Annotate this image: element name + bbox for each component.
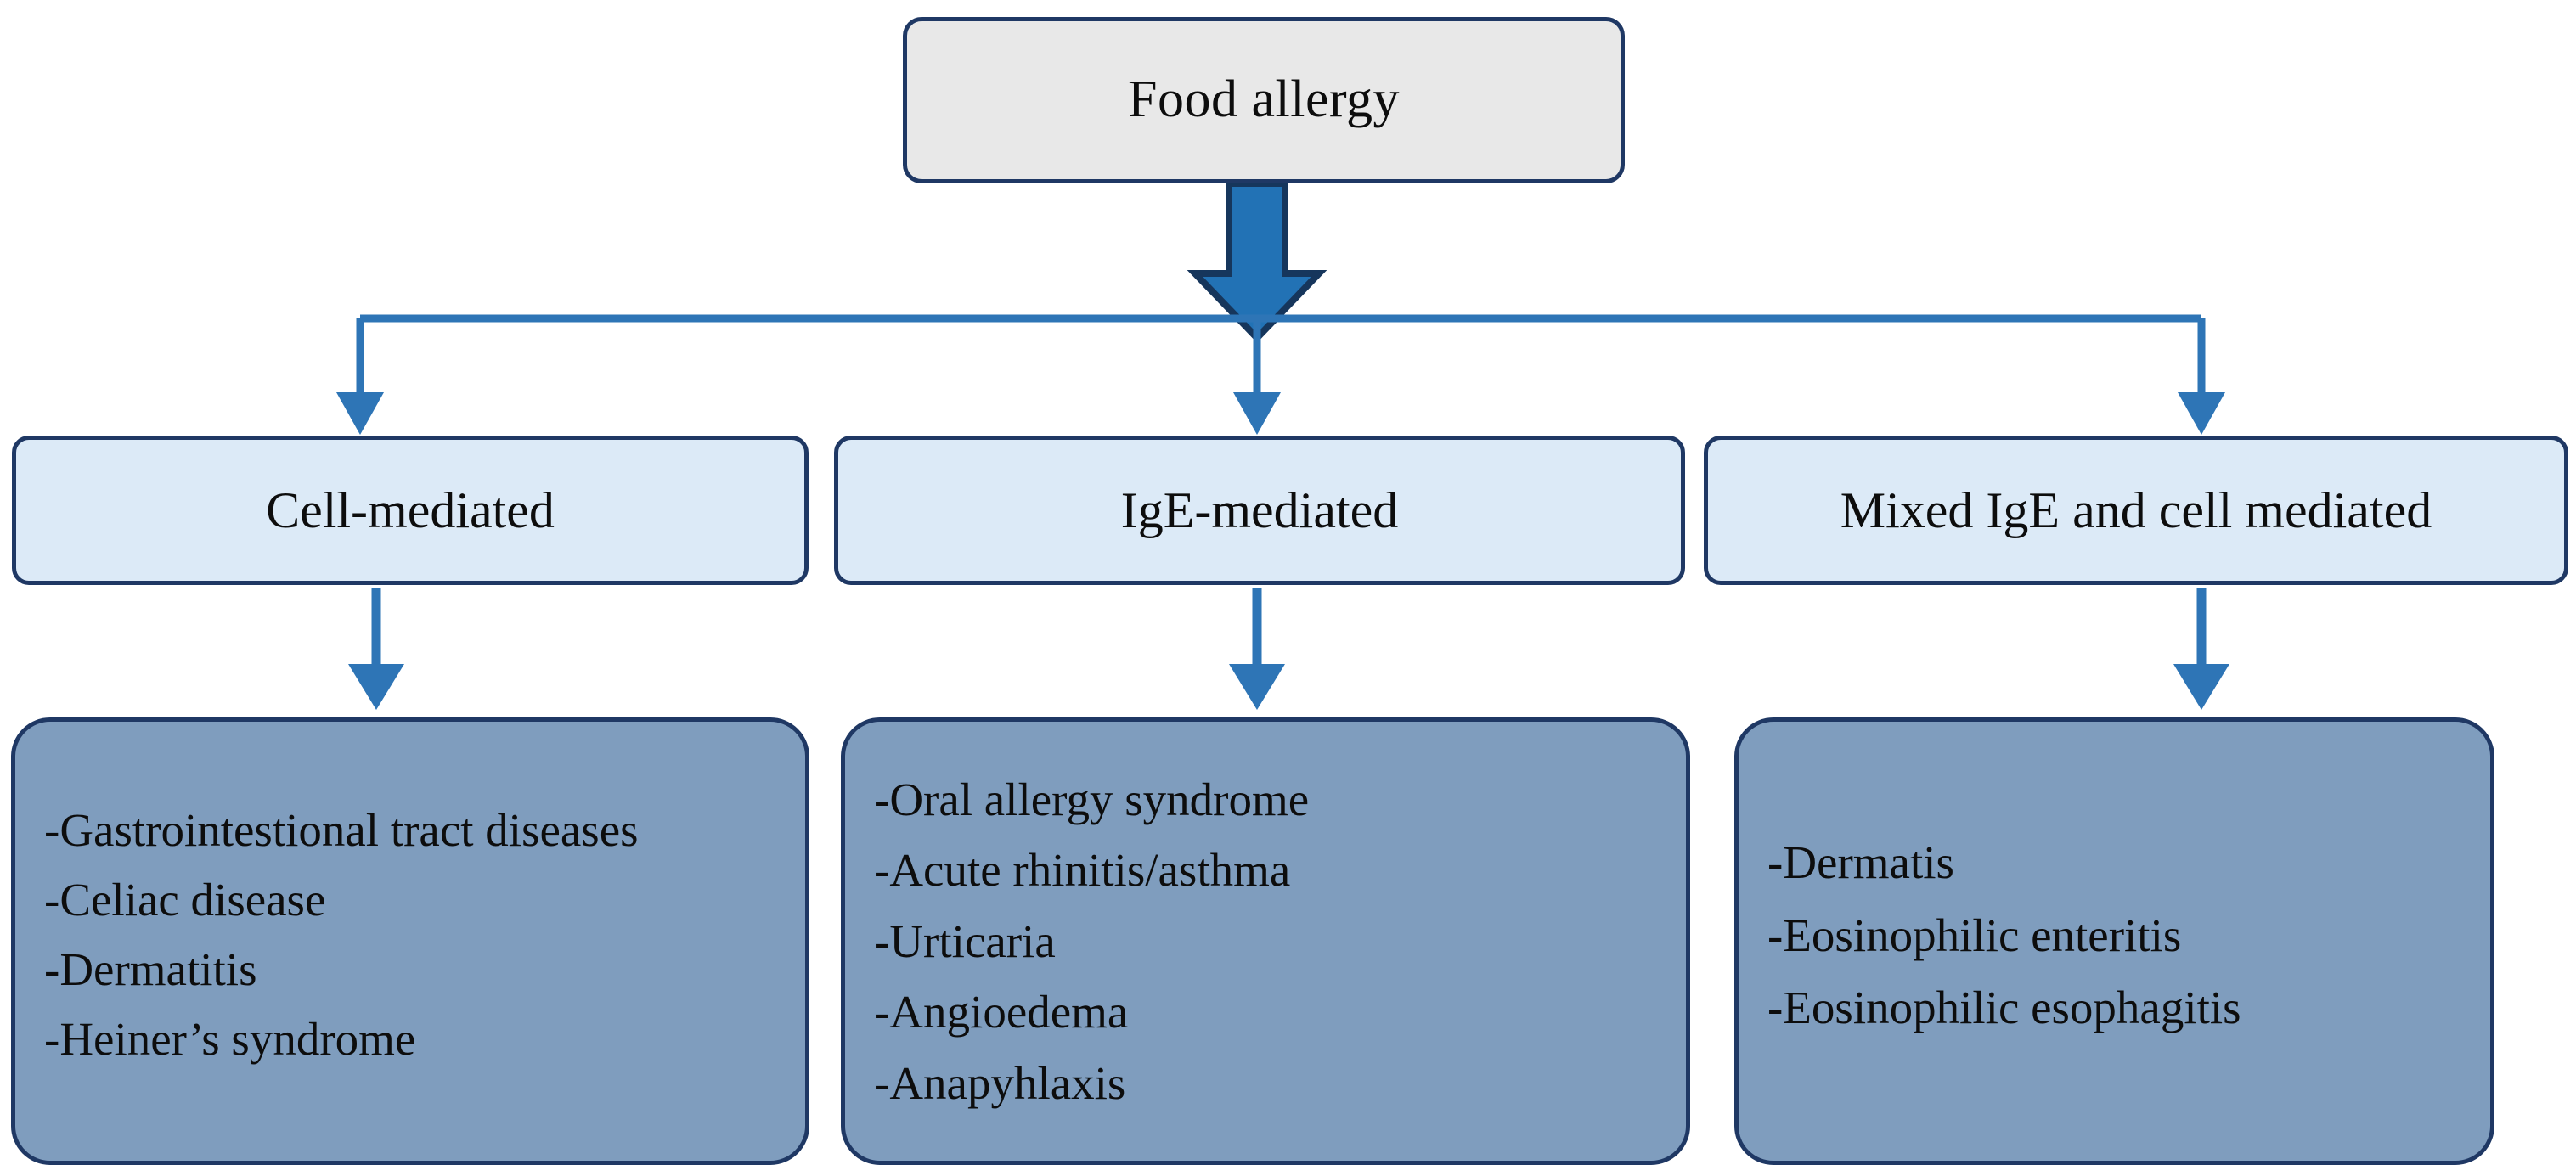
branch-connector-ige-mediated <box>1233 318 1281 435</box>
leaf-connector-ige-mediated <box>1229 588 1285 710</box>
list-item: -Dermatitis <box>44 942 257 995</box>
list-item: -Acute rhinitis/asthma <box>874 844 1291 897</box>
leaf-connector-cell-mediated <box>348 588 404 710</box>
node-mixed-mediated-label: Mixed IgE and cell mediated <box>1840 481 2432 538</box>
node-cell-mediated-conditions[interactable]: -Gastrointestional tract diseases -Celia… <box>11 717 809 1165</box>
node-mixed-mediated[interactable]: Mixed IgE and cell mediated <box>1704 436 2568 585</box>
list-item: -Anapyhlaxis <box>874 1056 1126 1109</box>
list-item: -Eosinophilic enteritis <box>1767 909 2182 961</box>
branch-connector-cell-mediated <box>336 318 384 435</box>
mixed-mediated-condition-list: -Dermatis -Eosinophilic enteritis -Eosin… <box>1767 832 2468 1050</box>
node-mixed-mediated-conditions[interactable]: -Dermatis -Eosinophilic enteritis -Eosin… <box>1734 717 2494 1165</box>
list-item: -Eosinophilic esophagitis <box>1767 982 2241 1034</box>
node-ige-mediated-label: IgE-mediated <box>1120 481 1399 538</box>
list-item: -Urticaria <box>874 914 1056 967</box>
node-cell-mediated-label: Cell-mediated <box>266 481 555 538</box>
root-block-arrow <box>1187 180 1327 343</box>
node-ige-mediated-conditions[interactable]: -Oral allergy syndrome -Acute rhinitis/a… <box>841 717 1690 1165</box>
list-item: -Angioedema <box>874 986 1129 1038</box>
branch-connector-mixed-mediated <box>2178 318 2225 435</box>
node-ige-mediated[interactable]: IgE-mediated <box>834 436 1685 585</box>
node-food-allergy-label: Food allergy <box>1128 70 1400 129</box>
list-item: -Heiner’s syndrome <box>44 1012 416 1065</box>
node-cell-mediated[interactable]: Cell-mediated <box>12 436 809 585</box>
list-item: -Gastrointestional tract diseases <box>44 803 639 856</box>
leaf-connector-mixed-mediated <box>2173 588 2229 710</box>
list-item: -Oral allergy syndrome <box>874 773 1310 825</box>
ige-mediated-condition-list: -Oral allergy syndrome -Acute rhinitis/a… <box>874 769 1664 1114</box>
list-item: -Celiac disease <box>44 873 326 926</box>
node-food-allergy[interactable]: Food allergy <box>903 17 1625 183</box>
cell-mediated-condition-list: -Gastrointestional tract diseases -Celia… <box>44 802 783 1081</box>
list-item: -Dermatis <box>1767 836 1954 889</box>
